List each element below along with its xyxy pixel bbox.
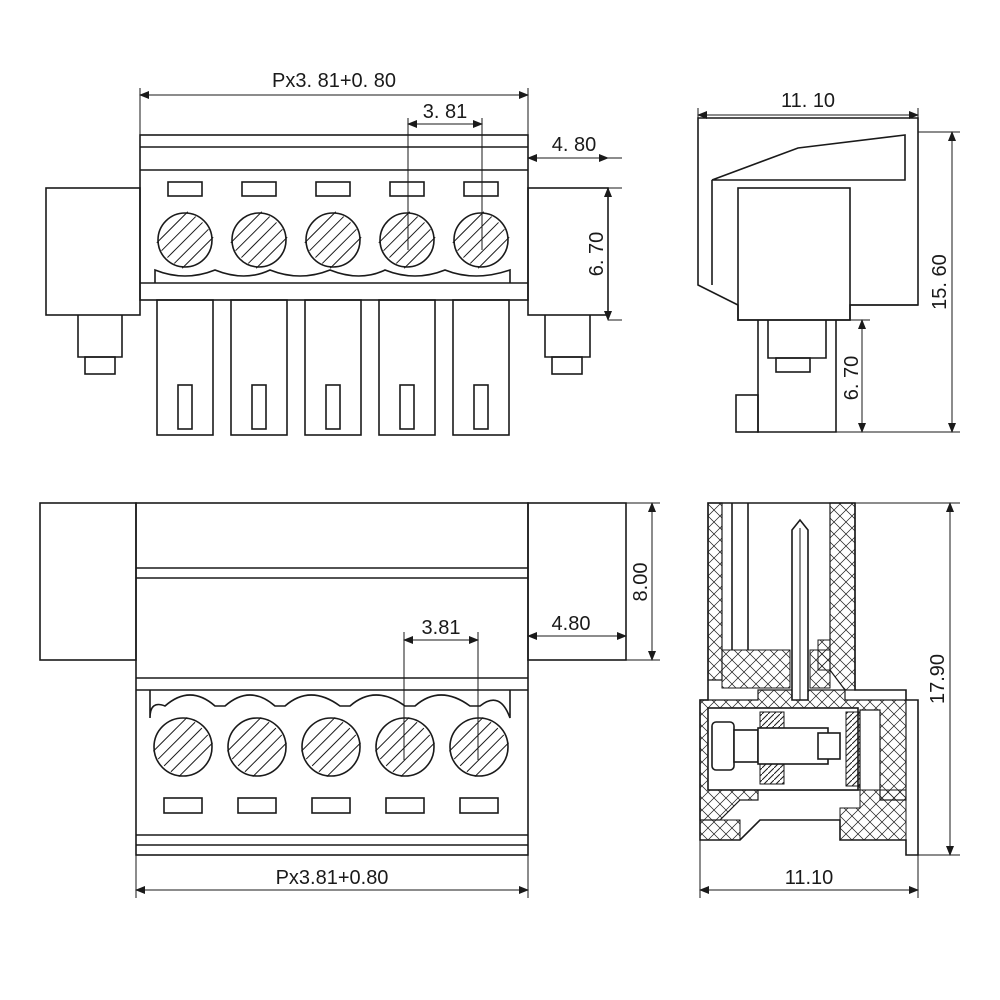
top-slot (463, 181, 499, 197)
top-screw (452, 211, 510, 269)
top-front-slots (167, 181, 499, 197)
top-side-width-label: 11. 10 (781, 90, 835, 112)
bottom-side-height-label: 17.90 (927, 654, 949, 704)
bottom-front-screws (152, 716, 510, 778)
top-screw (230, 211, 288, 269)
top-slot (315, 181, 351, 197)
bottom-front-width-label: Px3.81+0.80 (276, 867, 389, 889)
bottom-front-view: 8.00 4.80 3.81 Px3.81+0.80 (39, 502, 660, 898)
bottom-slot (459, 797, 499, 814)
bottom-side-width-label: 11.10 (785, 867, 834, 889)
bottom-front-pitch-label: 3.81 (422, 617, 461, 639)
bottom-screw (226, 716, 288, 778)
top-side-view: 11. 10 15. 60 6. 70 (697, 90, 960, 433)
bottom-slot (163, 797, 203, 814)
top-slot (389, 181, 425, 197)
bottom-screw (300, 716, 362, 778)
bottom-front-height-label: 8.00 (630, 563, 652, 602)
bottom-slot (311, 797, 351, 814)
top-front-height-label: 6. 70 (586, 232, 608, 276)
top-pin (156, 299, 214, 436)
top-front-flange-label: 4. 80 (552, 134, 596, 156)
bottom-slot (385, 797, 425, 814)
top-front-screws (156, 211, 510, 269)
bottom-screw (374, 716, 436, 778)
top-slot (167, 181, 203, 197)
bottom-left-flange (39, 502, 137, 661)
top-screw (378, 211, 436, 269)
top-front-pins (156, 299, 510, 436)
bottom-slot (237, 797, 277, 814)
top-slot (241, 181, 277, 197)
top-front-view: Px3. 81+0. 80 3. 81 4. 80 6. 70 (45, 70, 622, 436)
top-pin (378, 299, 436, 436)
bottom-front-slots (163, 797, 499, 814)
top-front-width-label: Px3. 81+0. 80 (272, 70, 396, 92)
top-front-pitch-label: 3. 81 (423, 101, 467, 123)
top-pin (304, 299, 362, 436)
top-left-flange (45, 187, 141, 316)
bottom-front-flange-label: 4.80 (552, 613, 591, 635)
top-pin (452, 299, 510, 436)
bottom-screw (448, 716, 510, 778)
bottom-section-view: 17.90 11.10 (699, 502, 960, 898)
top-pin (230, 299, 288, 436)
top-side-body (697, 117, 919, 321)
bottom-front-body (135, 502, 529, 856)
top-screw (304, 211, 362, 269)
top-side-lower-label: 6. 70 (841, 356, 863, 400)
bottom-screw (152, 716, 214, 778)
top-screw (156, 211, 214, 269)
top-side-height-label: 15. 60 (929, 254, 951, 310)
